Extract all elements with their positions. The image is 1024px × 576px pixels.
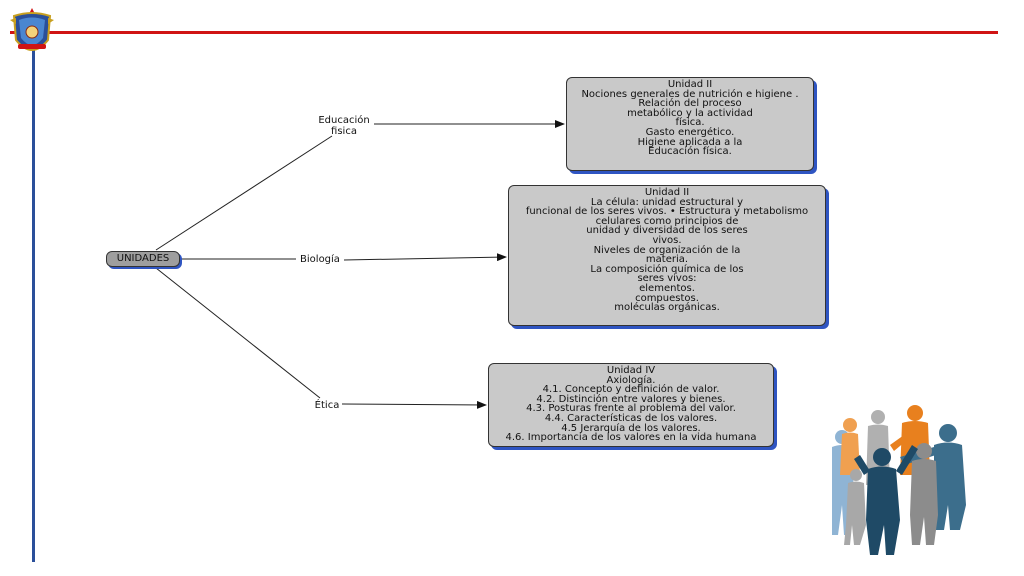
branch-label-etica: Ética — [314, 400, 340, 411]
box-line: Unidad IV — [606, 365, 656, 376]
box-line: Educación física. — [648, 146, 732, 158]
root-node-unidades: UNIDADES — [106, 251, 180, 267]
box-line: 4.3. Posturas frente al problema del val… — [526, 403, 736, 415]
box-line: compuestos. — [635, 292, 699, 304]
box-line: La célula: unidad estructural y — [590, 196, 744, 208]
box-line: 4.5 Jerarquía de los valores. — [561, 422, 701, 434]
box-line: Gasto energético. — [645, 126, 735, 138]
header-red-rule — [10, 31, 998, 34]
people-group-illustration — [832, 405, 966, 555]
box-line: moléculas orgánicas. — [614, 302, 720, 314]
box-line: 4.1. Concepto y definición de valor. — [542, 384, 720, 396]
person-silhouette-navy-front — [854, 445, 918, 555]
box-line: Unidad II — [644, 187, 690, 198]
box-line: seres vivos: — [637, 273, 697, 285]
box-line: elementos. — [639, 282, 695, 294]
person-silhouette-orange-left — [840, 418, 860, 475]
box-line: Relación del proceso — [638, 98, 742, 110]
branch-label-biologia: Biología — [300, 254, 340, 265]
box-line: 4.2. Distinción entre valores y bienes. — [536, 393, 726, 405]
connector-root-educacion — [155, 135, 333, 251]
box-line: metabólico y la actividad — [627, 107, 753, 119]
box-line: física. — [675, 117, 705, 129]
box-line: funcional de los seres vivos. • Estructu… — [525, 206, 809, 218]
box-line: 4.4. Características de los valores. — [544, 412, 718, 424]
box-line: Nociones generales de nutrición e higien… — [581, 88, 799, 100]
box-line: unidad y diversidad de los seres — [586, 225, 748, 237]
box-line: Axiología. — [606, 374, 656, 386]
connector-root-etica — [155, 267, 321, 399]
branch-label-educacion-fisica: Educación fisica — [318, 115, 370, 137]
box-line: vivos. — [652, 234, 682, 246]
box-line: Unidad II — [667, 79, 713, 90]
arrow-etica — [341, 400, 487, 409]
institution-crest-icon — [10, 8, 54, 51]
left-blue-rule — [32, 40, 35, 562]
box-line: materia. — [645, 254, 689, 266]
person-silhouette-grey-front — [910, 443, 938, 545]
box-line: Niveles de organización de la — [593, 244, 741, 256]
box-line: Higiene aplicada a la — [637, 136, 743, 148]
box-line: 4.6. Importancia de los valores en la vi… — [505, 432, 757, 444]
box-line: La composición química de los — [590, 263, 744, 275]
person-silhouette-grey-small — [844, 469, 866, 545]
box-line: celulares como principios de — [595, 215, 739, 227]
arrow-biologia — [343, 253, 507, 262]
